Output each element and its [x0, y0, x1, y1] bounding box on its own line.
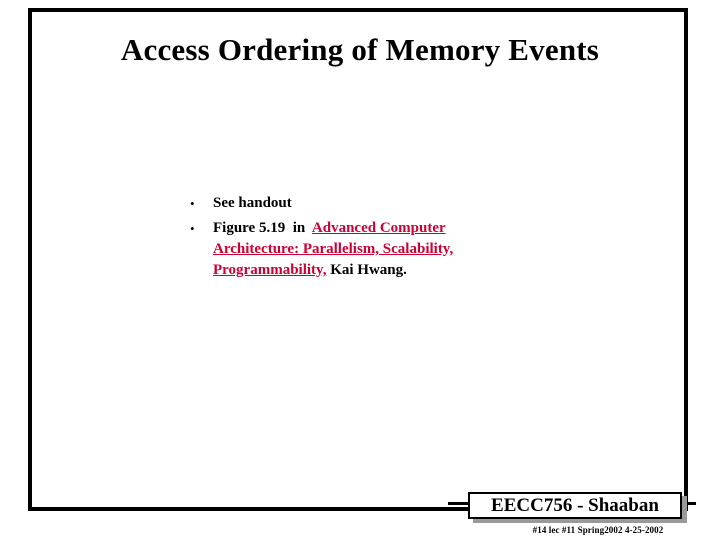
badge-rule-right-icon [678, 502, 696, 505]
book-title-line-1: Advanced Computer [311, 220, 446, 236]
book-author: Kai Hwang. [326, 262, 407, 278]
footer-badge: EECC756 - Shaaban #14 lec #11 Spring2002… [448, 486, 700, 538]
book-title-line-2: Architecture: Parallelism, Scalability, [213, 241, 454, 257]
figure-reference-prefix: Figure 5.19 in [213, 220, 312, 236]
bullet-marker-icon: • [190, 196, 195, 211]
bullet-list: • See handout • Figure 5.19 in Advanced … [186, 193, 606, 285]
list-item: • See handout [186, 193, 606, 214]
badge-rule-left-icon [448, 502, 474, 505]
list-item-text: Figure 5.19 in Advanced Computer Archite… [213, 218, 606, 281]
list-item-text: See handout [213, 193, 606, 214]
bullet-line-see-handout: See handout [213, 195, 292, 211]
bullet-marker-icon: • [190, 221, 195, 236]
badge-box: EECC756 - Shaaban [468, 492, 682, 519]
badge-meta-text: #14 lec #11 Spring2002 4-25-2002 [532, 525, 664, 535]
badge-course-label: EECC756 - Shaaban [491, 495, 659, 516]
list-item: • Figure 5.19 in Advanced Computer Archi… [186, 218, 606, 281]
book-title-line-3: Programmability, [213, 262, 327, 278]
page-title: Access Ordering of Memory Events [120, 32, 600, 67]
